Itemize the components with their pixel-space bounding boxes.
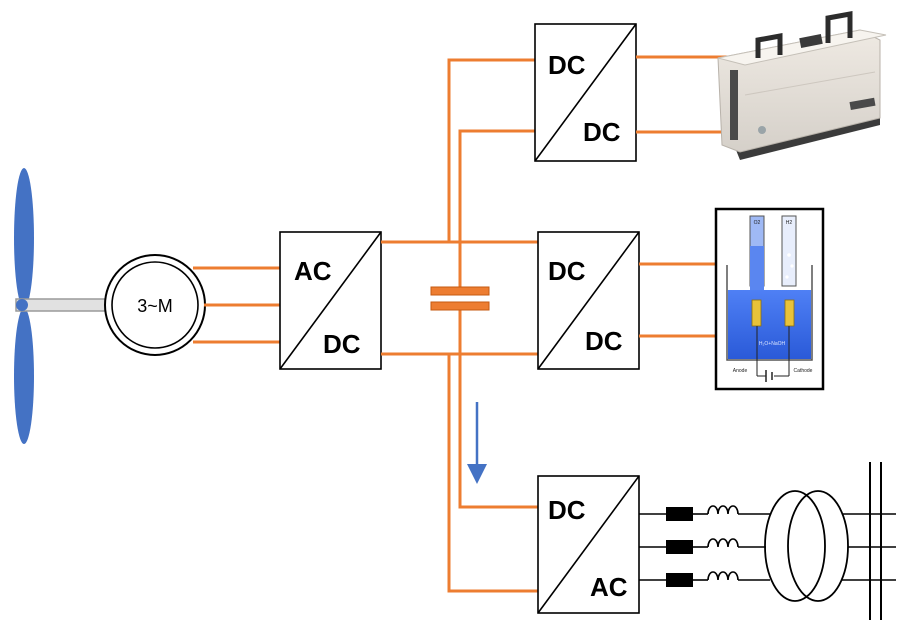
- converter-electrolyzer-dc-dc: DC DC: [538, 232, 639, 369]
- converter-electrolyzer-top-label: DC: [548, 256, 586, 286]
- rectifier-top-label: AC: [294, 256, 332, 286]
- grid-transformer-icon: [639, 462, 896, 620]
- generator-motor: 3~M: [105, 255, 205, 355]
- electrolyzer-wires: [639, 264, 724, 336]
- rectifier-bottom-label: DC: [323, 329, 361, 359]
- converter-battery-dc-dc: DC DC: [535, 24, 636, 161]
- inverter-top-label: DC: [548, 495, 586, 525]
- electrolyzer-electrolyte-label: H₂O+NaOH: [759, 341, 786, 347]
- electrolyzer-anode-label: Anode: [733, 368, 748, 374]
- battery-device-icon: [718, 14, 886, 160]
- inverter-dc-ac: DC AC: [538, 476, 639, 613]
- wind-turbine-icon: [14, 168, 108, 444]
- converter-battery-top-label: DC: [548, 50, 586, 80]
- rectifier-ac-dc: AC DC: [280, 232, 381, 369]
- generator-output-wires: [193, 268, 280, 342]
- dc-link-wires: [381, 60, 538, 591]
- electrolyzer-right-tube-label: H2: [786, 220, 793, 226]
- battery-wires: [636, 57, 730, 132]
- electrolyzer-icon: O2 H2 H₂O+NaOH Anode Cathode: [716, 209, 823, 389]
- converter-electrolyzer-bottom-label: DC: [585, 326, 623, 356]
- converter-battery-bottom-label: DC: [583, 117, 621, 147]
- dc-link-capacitor: [431, 287, 489, 310]
- electrolyzer-left-tube-label: O2: [754, 220, 761, 226]
- electrolyzer-cathode-label: Cathode: [794, 368, 813, 374]
- inverter-bottom-label: AC: [590, 572, 628, 602]
- motor-label: 3~M: [137, 296, 173, 316]
